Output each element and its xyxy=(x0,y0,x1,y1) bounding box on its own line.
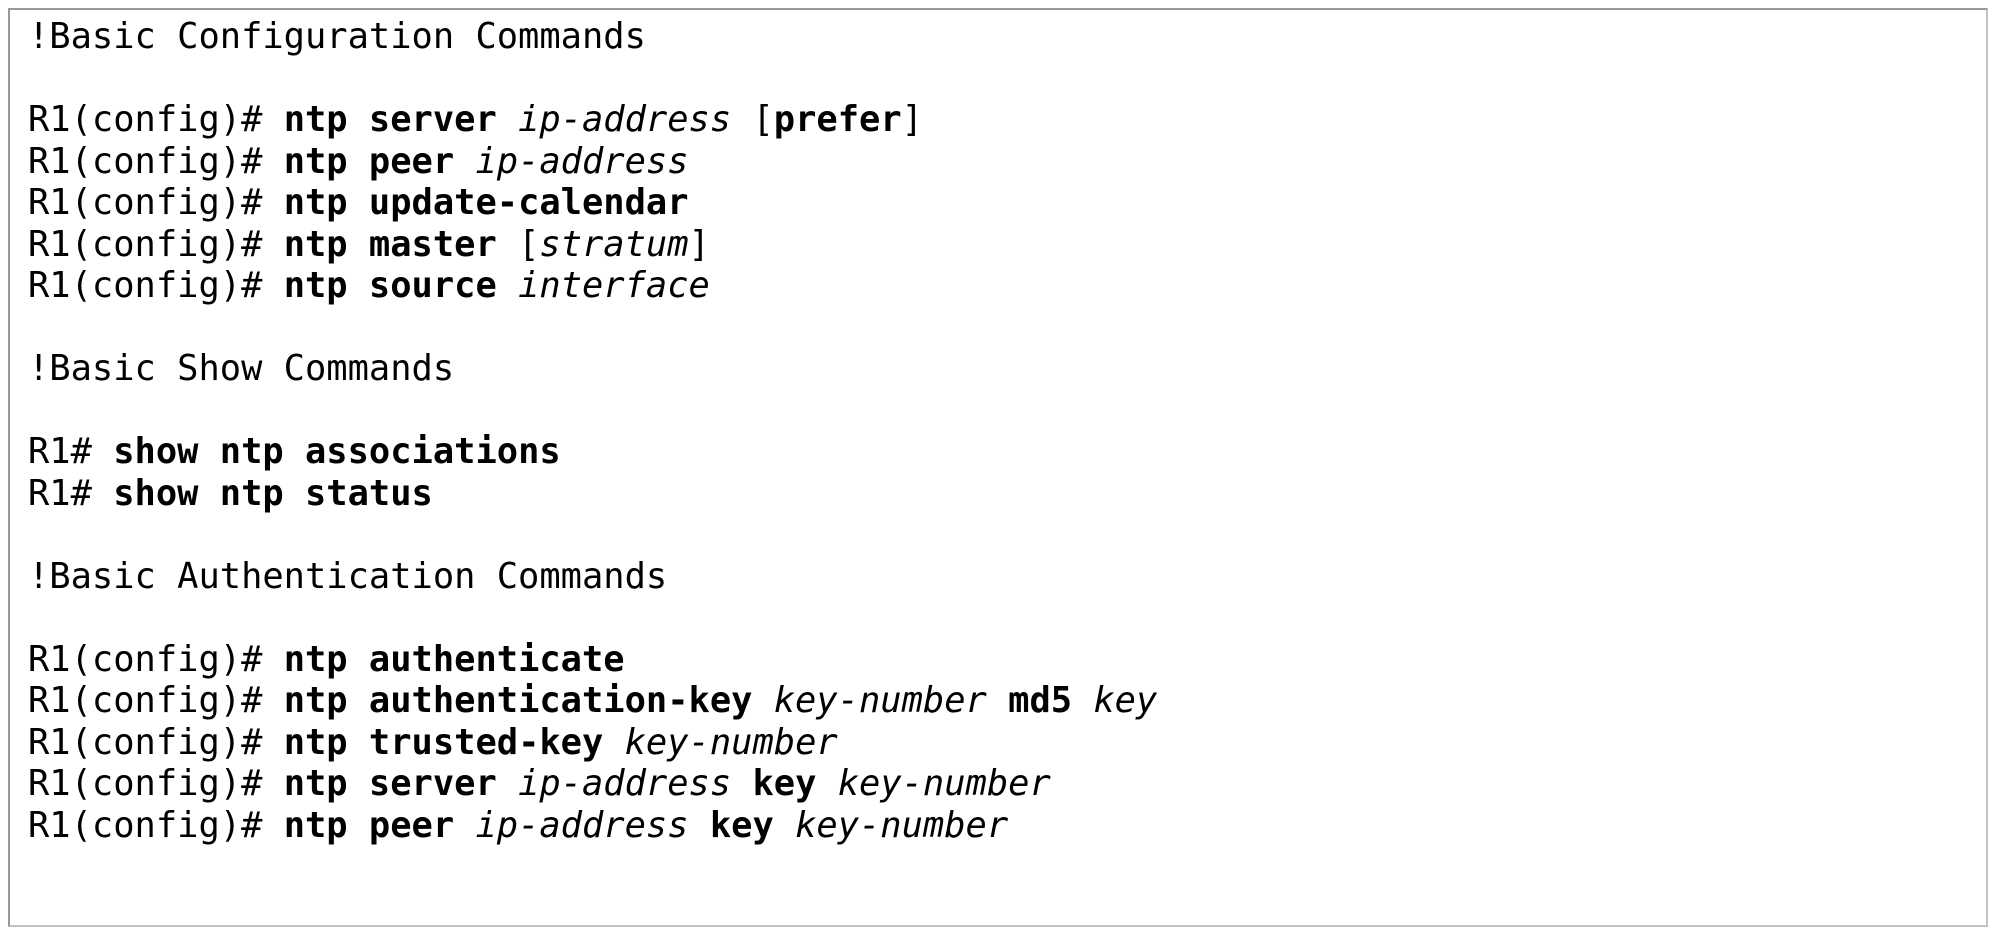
code-token-cmd: ntp source xyxy=(283,265,519,306)
code-token-comment: !Basic Configuration Commands xyxy=(28,16,646,57)
code-token-plain xyxy=(689,805,710,846)
code-token-prompt: R1(config)# xyxy=(28,182,284,223)
code-token-cmd: show ntp status xyxy=(113,472,433,514)
code-token-bracket: [ xyxy=(752,99,774,140)
code-token-cmd: md5 xyxy=(1008,680,1073,721)
code-token-prompt: R1(config)# xyxy=(28,721,284,763)
code-token-prompt: R1(config)# xyxy=(28,763,284,804)
code-line: R1(config)# ntp server ip-address [prefe… xyxy=(28,99,1986,141)
code-token-cmd: key xyxy=(752,763,817,804)
code-line: R1(config)# ntp update-calendar xyxy=(28,182,1986,224)
code-token-cmd: show ntp associations xyxy=(113,431,561,472)
code-token-comment: !Basic Show Commands xyxy=(28,348,455,389)
code-line: !Basic Show Commands xyxy=(28,348,1986,390)
code-line: R1# show ntp associations xyxy=(28,431,1986,473)
code-line: R1(config)# ntp authenticate xyxy=(28,639,1986,681)
code-line-blank xyxy=(28,514,1986,556)
code-token-cmd: key xyxy=(709,804,774,846)
code-line-blank xyxy=(28,307,1986,349)
code-token-cmd: ntp update-calendar xyxy=(283,182,689,223)
code-line-blank xyxy=(28,58,1986,100)
code-line: R1(config)# ntp trusted-key key-number xyxy=(28,722,1986,764)
code-token-prompt: R1(config)# xyxy=(28,680,284,721)
code-token-prompt: R1(config)# xyxy=(28,140,284,182)
code-line: R1(config)# ntp authentication-key key-n… xyxy=(28,680,1986,722)
code-token-cmd: ntp trusted-key xyxy=(283,721,625,763)
code-token-plain xyxy=(987,680,1008,721)
code-token-prompt: R1(config)# xyxy=(28,638,284,680)
code-token-arg: stratum xyxy=(539,223,689,265)
code-line: R1(config)# ntp peer ip-address key key-… xyxy=(28,805,1986,847)
code-token-cmd: ntp peer xyxy=(283,140,476,182)
code-token-cmd: ntp master xyxy=(283,223,519,265)
code-token-cmd: ntp server xyxy=(283,99,519,140)
code-line: R1(config)# ntp source interface xyxy=(28,265,1986,307)
code-token-arg: key-number xyxy=(795,804,1009,846)
code-token-bracket: [ xyxy=(518,223,540,265)
code-token-cmd: ntp authentication-key xyxy=(283,680,774,721)
code-line: R1(config)# ntp master [stratum] xyxy=(28,224,1986,266)
code-line: R1(config)# ntp server ip-address key ke… xyxy=(28,763,1986,805)
code-token-prompt: R1(config)# xyxy=(28,265,284,306)
code-token-plain xyxy=(731,763,752,804)
code-token-bracket: ] xyxy=(688,223,710,265)
code-token-cmd: ntp server xyxy=(283,763,519,804)
code-line-blank xyxy=(28,597,1986,639)
code-token-arg: interface xyxy=(518,265,710,306)
code-token-arg: ip-address xyxy=(518,99,732,140)
code-token-prompt: R1(config)# xyxy=(28,804,284,846)
code-token-plain xyxy=(731,99,752,140)
code-line: R1# show ntp status xyxy=(28,473,1986,515)
code-line-blank xyxy=(28,390,1986,432)
code-token-arg: ip-address xyxy=(518,763,732,804)
code-token-arg: key-number xyxy=(837,763,1051,804)
code-token-prompt: R1(config)# xyxy=(28,99,284,140)
code-token-cmd: ntp authenticate xyxy=(283,638,625,680)
code-token-arg: key-number xyxy=(624,721,838,763)
code-token-plain xyxy=(1072,680,1093,721)
code-token-arg: ip-address xyxy=(475,804,689,846)
code-token-arg: ip-address xyxy=(475,140,689,182)
code-line: R1(config)# ntp peer ip-address xyxy=(28,141,1986,183)
code-token-cmd: prefer xyxy=(773,99,902,140)
code-line: !Basic Configuration Commands xyxy=(28,16,1986,58)
code-token-prompt: R1# xyxy=(28,472,114,514)
code-listing-panel: !Basic Configuration Commands R1(config)… xyxy=(8,8,1988,927)
code-token-plain xyxy=(774,805,795,846)
code-token-prompt: R1(config)# xyxy=(28,223,284,265)
code-token-arg: key xyxy=(1093,680,1158,721)
code-token-prompt: R1# xyxy=(28,431,114,472)
code-token-comment: !Basic Authentication Commands xyxy=(28,555,668,597)
code-token-bracket: ] xyxy=(901,99,923,140)
code-line: !Basic Authentication Commands xyxy=(28,556,1986,598)
code-token-plain xyxy=(816,763,837,804)
code-token-cmd: ntp peer xyxy=(283,804,476,846)
code-listing[interactable]: !Basic Configuration Commands R1(config)… xyxy=(28,16,1986,925)
code-token-arg: key-number xyxy=(773,680,987,721)
